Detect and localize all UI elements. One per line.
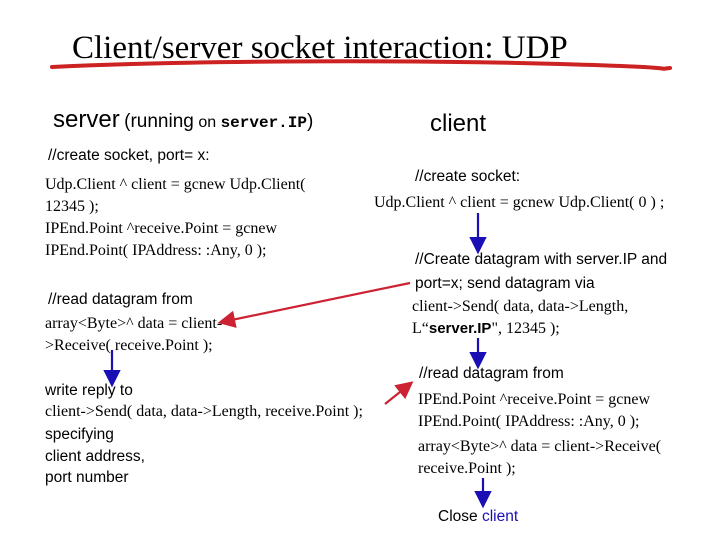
server-spec-2: client address, — [45, 448, 145, 465]
server-create-code-2: 12345 ); — [45, 198, 99, 215]
arrow-reply-to-client — [384, 381, 414, 405]
client-read-label: //read datagram from — [419, 365, 564, 382]
client-read-code-2: IPEnd.Point( IPAddress: :Any, 0 ); — [418, 413, 640, 430]
client-close-target: client — [481, 508, 519, 525]
client-dgram-label-1: //Create datagram with server.IP and — [415, 251, 668, 268]
server-read-code-2: >Receive( receive.Point ); — [45, 337, 213, 354]
client-dgram-label-2: port=x; send datagram via — [415, 275, 595, 292]
server-create-label: //create socket, port= x: — [48, 147, 210, 164]
server-create-code-3: IPEnd.Point ^receive.Point = gcnew — [45, 220, 278, 237]
server-spec-1: specifying — [45, 426, 114, 443]
server-spec-3: port number — [45, 469, 129, 486]
server-reply-code: client->Send( data, data->Length, receiv… — [45, 403, 363, 420]
server-header: server (running on server.IP) — [53, 106, 313, 134]
client-send-code-2: L“server.IP", 12345 ); — [412, 318, 560, 340]
server-reply-label: write reply to — [45, 382, 133, 399]
server-read-label: //read datagram from — [48, 291, 193, 308]
client-send-code-1: client->Send( data, data->Length, — [412, 298, 629, 315]
server-header-main: server — [53, 106, 120, 133]
server-create-code-4: IPEnd.Point( IPAddress: :Any, 0 ); — [45, 242, 267, 259]
arrow-request-to-server — [217, 281, 411, 328]
client-read-code-4: receive.Point ); — [418, 460, 516, 477]
client-create-label: //create socket: — [415, 168, 521, 185]
page-title: Client/server socket interaction: UDP — [72, 30, 568, 66]
server-create-code-1: Udp.Client ^ client = gcnew Udp.Client( — [45, 176, 306, 193]
server-header-on: on — [198, 114, 217, 131]
server-header-running: (running — [124, 111, 194, 132]
client-send-host: server.IP — [428, 320, 492, 337]
client-send-suffix: ", 12345 ); — [491, 320, 560, 337]
client-header: client — [430, 110, 487, 137]
server-header-host: server.IP — [220, 114, 307, 132]
client-create-code: Udp.Client ^ client = gcnew Udp.Client( … — [374, 194, 665, 211]
client-read-code-1: IPEnd.Point ^receive.Point = gcnew — [418, 391, 651, 408]
client-close-word: Close — [438, 508, 478, 525]
client-send-prefix: L“ — [412, 320, 429, 337]
client-close: Close client — [438, 506, 518, 527]
server-header-close: ) — [306, 111, 314, 132]
client-read-code-3: array<Byte>^ data = client->Receive( — [418, 438, 662, 455]
server-read-code-1: array<Byte>^ data = client- — [45, 315, 223, 332]
